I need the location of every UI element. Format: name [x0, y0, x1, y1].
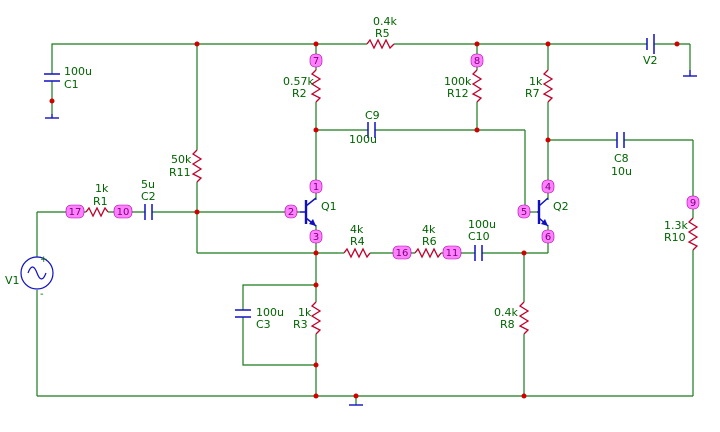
- c8-ref: C8: [614, 152, 629, 165]
- resistor-r6: [414, 247, 442, 259]
- node-6: 6: [541, 229, 555, 244]
- q1-ref: Q1: [321, 200, 337, 213]
- node-7: 7: [309, 53, 323, 68]
- r2-value: 0.57k: [283, 75, 314, 88]
- capacitor-c1: [44, 73, 60, 82]
- v1-minus: -: [40, 289, 44, 300]
- r6-value: 4k: [422, 223, 436, 236]
- c10-ref: C10: [468, 230, 490, 243]
- node-4: 4: [541, 179, 555, 194]
- capacitor-c8: [616, 132, 625, 148]
- r1-ref: R1: [93, 195, 108, 208]
- c9-value: 100u: [349, 133, 377, 146]
- c8-value: 10u: [611, 165, 632, 178]
- transistor-q2: [537, 197, 549, 227]
- resistor-r12: [471, 69, 483, 103]
- capacitor-c2: [144, 204, 153, 220]
- r10-ref: R10: [664, 231, 686, 244]
- r6-ref: R6: [422, 235, 437, 248]
- r4-ref: R4: [350, 235, 365, 248]
- r8-ref: R8: [500, 318, 515, 331]
- resistor-r10: [687, 217, 699, 251]
- r5-ref: R5: [375, 27, 390, 40]
- resistor-r2: [310, 69, 322, 103]
- capacitor-c10: [474, 245, 483, 261]
- ac-source-v1: [20, 256, 54, 290]
- svg-text:6: 6: [545, 232, 551, 243]
- svg-text:5: 5: [521, 207, 527, 218]
- r4-value: 4k: [350, 223, 364, 236]
- c1-value: 100u: [64, 65, 92, 78]
- r5-value: 0.4k: [373, 15, 397, 28]
- node-3: 3: [309, 229, 323, 244]
- component-labels: 100u C1 0.4k R5 V2 0.57k R2 100k R12 1k …: [5, 15, 688, 331]
- svg-text:11: 11: [446, 248, 459, 259]
- resistor-r5: [366, 38, 395, 50]
- v2-ref: V2: [643, 54, 658, 67]
- svg-text:2: 2: [288, 207, 294, 218]
- c2-value: 5u: [141, 178, 155, 191]
- dc-source-v2: [646, 34, 655, 54]
- resistors: [85, 38, 699, 335]
- r7-ref: R7: [525, 87, 540, 100]
- wires: [36, 43, 694, 405]
- ground-v2: [683, 70, 697, 77]
- node-9: 9: [686, 195, 700, 210]
- svg-text:7: 7: [313, 56, 319, 67]
- capacitors: [44, 73, 625, 318]
- resistor-r1: [85, 206, 109, 218]
- c3-ref: C3: [256, 318, 271, 331]
- r8-value: 0.4k: [494, 306, 518, 319]
- r3-value: 1k: [298, 306, 312, 319]
- transistor-q1: [300, 197, 317, 227]
- resistor-r4: [343, 247, 371, 259]
- c1-ref: C1: [64, 78, 79, 91]
- v1-plus: +: [40, 255, 48, 265]
- svg-text:9: 9: [690, 198, 696, 209]
- r10-value: 1.3k: [664, 219, 688, 232]
- r11-ref: R11: [169, 166, 191, 179]
- r11-value: 50k: [171, 153, 192, 166]
- junctions: [49, 41, 680, 399]
- svg-text:10: 10: [117, 207, 130, 218]
- node-1: 1: [309, 179, 323, 194]
- node-8: 8: [470, 53, 484, 68]
- capacitor-c3: [235, 309, 251, 318]
- c3-value: 100u: [256, 306, 284, 319]
- node-17: 17: [65, 204, 85, 219]
- r12-value: 100k: [444, 75, 472, 88]
- resistor-r8: [518, 301, 530, 335]
- resistor-r3: [310, 301, 322, 335]
- node-11: 11: [442, 245, 462, 260]
- v1-ref: V1: [5, 274, 20, 287]
- c10-value: 100u: [468, 218, 496, 231]
- node-5: 5: [517, 204, 531, 219]
- ground-c1: [45, 114, 59, 119]
- svg-text:4: 4: [545, 182, 551, 193]
- svg-text:8: 8: [474, 56, 480, 67]
- resistor-r7: [542, 69, 554, 103]
- q2-ref: Q2: [553, 200, 569, 213]
- r12-ref: R12: [447, 87, 469, 100]
- r1-value: 1k: [95, 182, 109, 195]
- node-2: 2: [284, 204, 298, 219]
- svg-text:17: 17: [69, 207, 82, 218]
- node-10: 10: [113, 204, 133, 219]
- resistor-r11: [191, 149, 203, 183]
- svg-text:1: 1: [313, 182, 319, 193]
- svg-text:16: 16: [396, 248, 409, 259]
- c9-ref: C9: [365, 109, 380, 122]
- r3-ref: R3: [293, 318, 308, 331]
- svg-text:3: 3: [313, 232, 319, 243]
- node-markers: 7 8 1 2 3 4 5 6: [65, 53, 700, 260]
- node-16: 16: [392, 245, 412, 260]
- r7-value: 1k: [529, 75, 543, 88]
- capacitor-c9: [367, 122, 376, 138]
- r2-ref: R2: [292, 87, 307, 100]
- c2-ref: C2: [141, 190, 156, 203]
